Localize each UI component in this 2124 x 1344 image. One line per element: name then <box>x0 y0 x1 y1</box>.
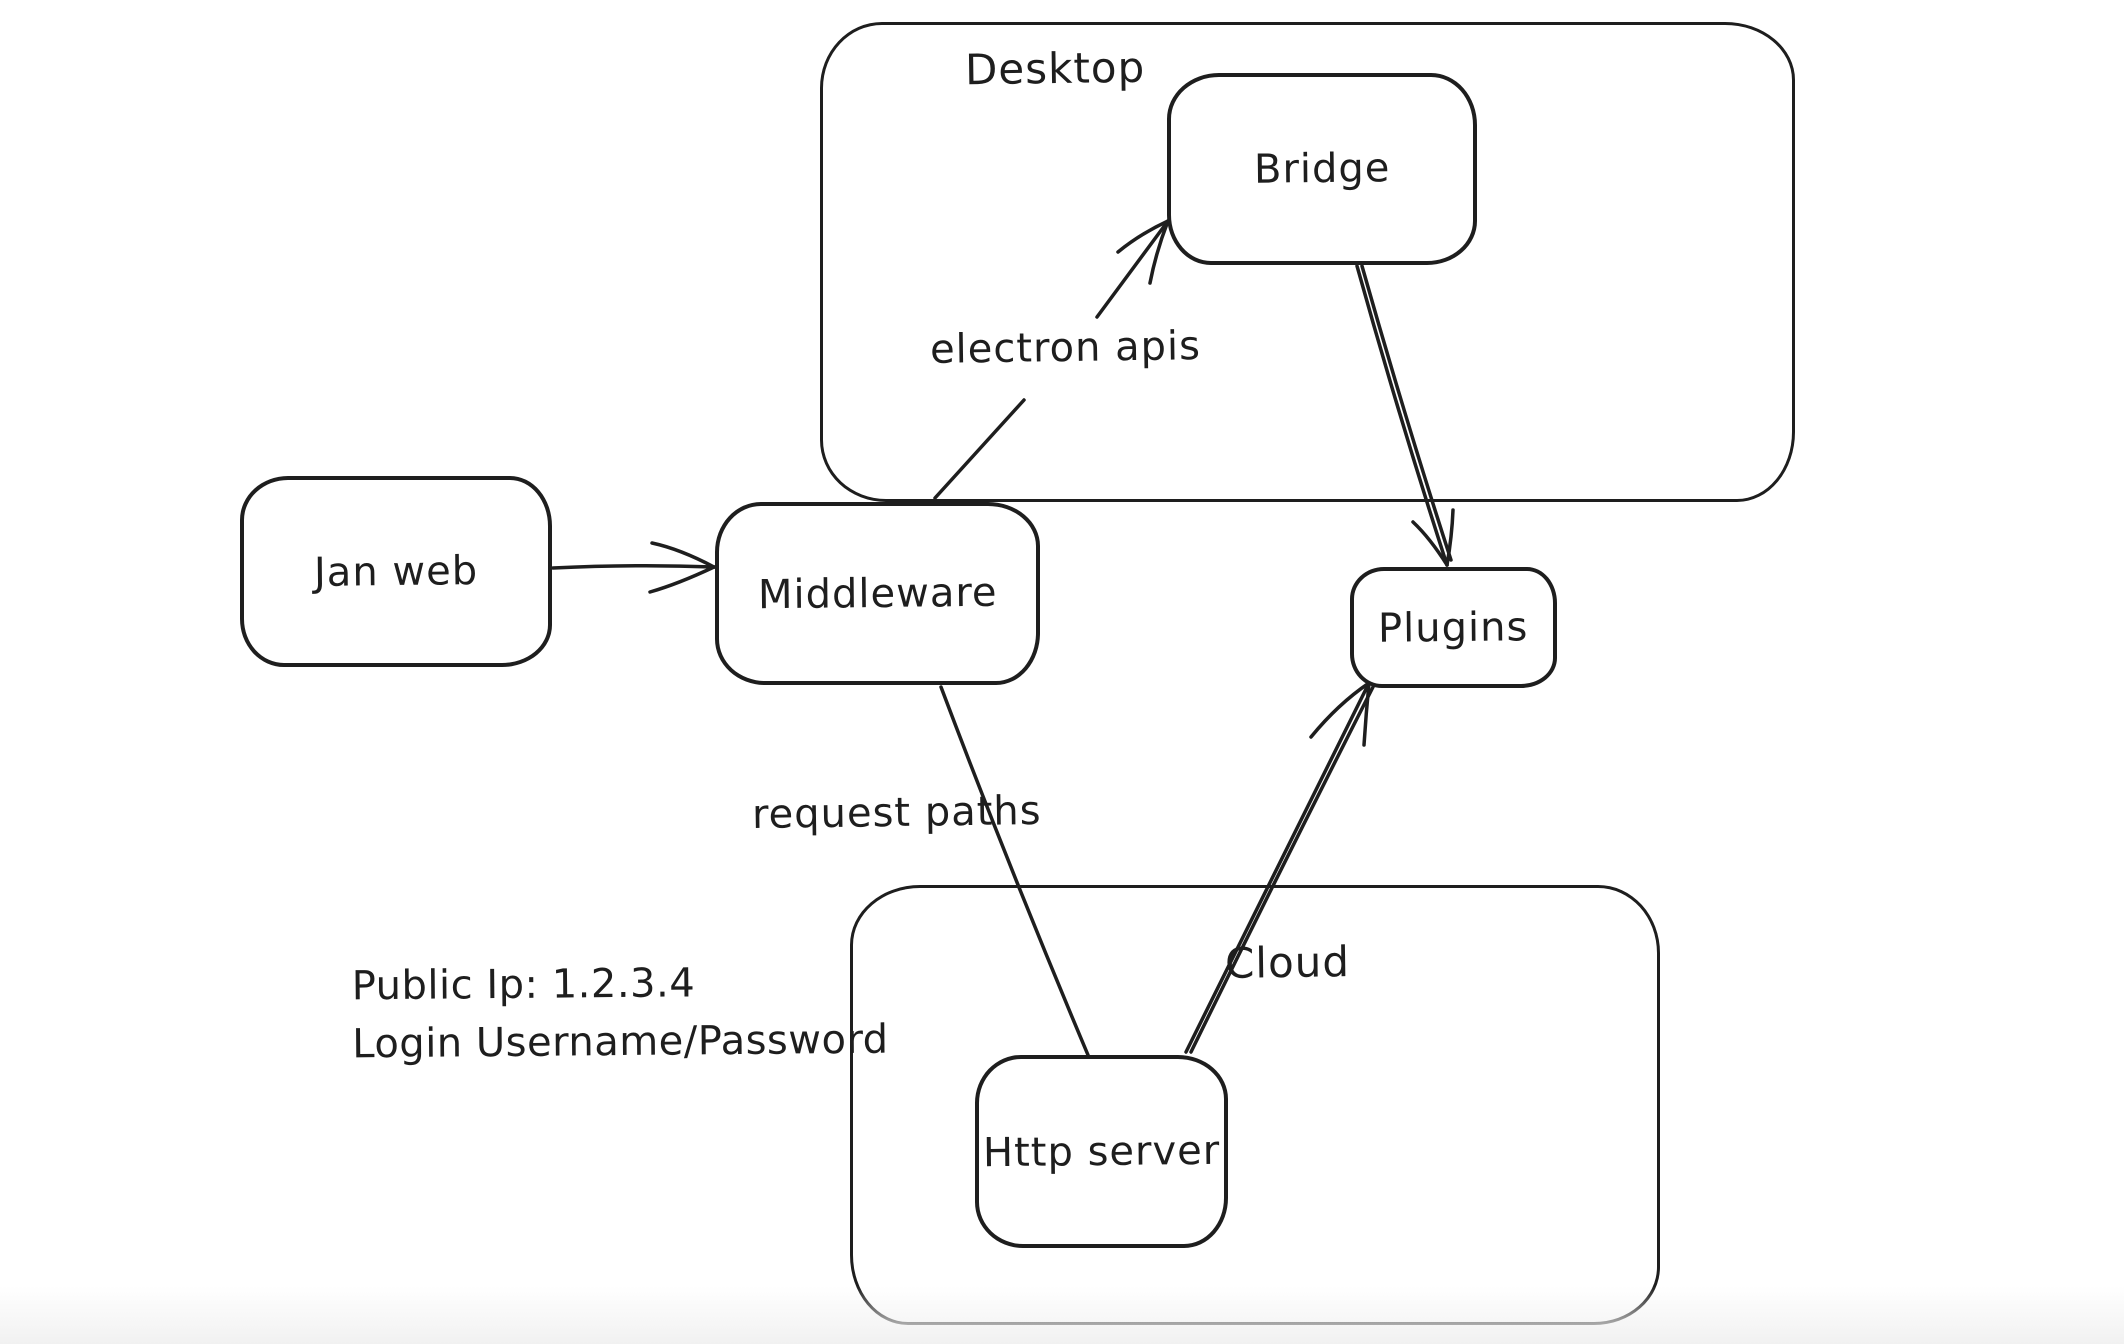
bottom-fade <box>0 1286 2124 1344</box>
arrow-jan-web-to-middleware[interactable] <box>551 541 716 594</box>
node-middleware-label: Middleware <box>757 569 998 618</box>
line-middleware-to-http-server[interactable] <box>939 685 1090 1057</box>
node-http-server-label: Http server <box>982 1127 1221 1176</box>
arrow-http-server-to-plugins[interactable] <box>1184 681 1375 1054</box>
node-jan-web-label: Jan web <box>313 547 479 596</box>
container-cloud-label[interactable]: Cloud <box>1224 937 1351 988</box>
node-jan-web[interactable]: Jan web <box>240 476 552 667</box>
node-bridge[interactable]: Bridge <box>1167 73 1477 265</box>
arrow-bridge-to-plugins[interactable] <box>1355 264 1455 567</box>
arrow-middleware-to-bridge[interactable] <box>933 219 1170 500</box>
node-http-server[interactable]: Http server <box>975 1055 1228 1248</box>
node-plugins[interactable]: Plugins <box>1350 567 1557 688</box>
annotation-public-ip: Public Ip: 1.2.3.4 <box>351 960 696 1010</box>
container-desktop-label[interactable]: Desktop <box>964 42 1146 95</box>
node-plugins-label: Plugins <box>1378 603 1529 652</box>
annotation-credentials[interactable]: Public Ip: 1.2.3.4 Login Username/Passwo… <box>352 953 889 1074</box>
container-desktop[interactable] <box>820 22 1795 502</box>
annotation-login: Login Username/Password <box>352 1016 889 1068</box>
edge-label-electron-apis[interactable]: electron apis <box>929 323 1202 373</box>
edge-label-request-paths[interactable]: request paths <box>751 787 1042 839</box>
node-middleware[interactable]: Middleware <box>715 502 1040 685</box>
node-bridge-label: Bridge <box>1253 145 1391 193</box>
